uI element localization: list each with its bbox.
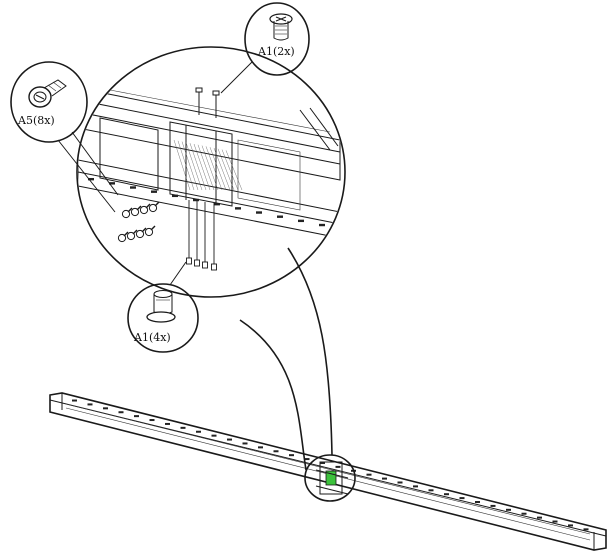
rail-slot	[103, 407, 108, 410]
rail-slot	[413, 485, 418, 488]
callout-a1-bottom: A1(4x)	[127, 261, 199, 353]
screw-shaft	[150, 225, 156, 231]
screw-washer-icon	[28, 79, 67, 108]
rail-slot	[227, 438, 232, 441]
rail-slot	[459, 497, 465, 500]
callout-a1-top: A1(2x)	[220, 2, 310, 94]
rail-slot	[180, 426, 186, 429]
beam-slot	[214, 202, 220, 206]
rail-slot	[320, 461, 325, 464]
screw-shaft	[141, 227, 147, 233]
rail-slot	[211, 434, 217, 437]
hatch-line	[197, 144, 215, 191]
rail-slot	[475, 501, 480, 504]
screw-head	[194, 259, 200, 267]
bottom-screws	[186, 200, 217, 271]
hatch-line	[221, 149, 239, 191]
beam-slot	[277, 215, 283, 218]
washer	[139, 205, 149, 215]
rail-slot	[87, 403, 93, 406]
washer	[148, 203, 158, 213]
beam-slot	[193, 198, 199, 202]
rail-slot	[568, 524, 573, 527]
hatch-line	[205, 146, 223, 191]
rail-slot	[382, 477, 387, 480]
hatch-line	[209, 147, 227, 191]
beam-slot	[88, 177, 94, 181]
hatch-line	[217, 148, 235, 191]
hatch-line	[201, 145, 219, 191]
rail-slot	[521, 512, 527, 515]
zoom-leader-lines	[239, 247, 333, 471]
rail-slot	[506, 508, 511, 511]
rail-slot	[397, 481, 403, 484]
screw-icon	[146, 290, 176, 323]
screw-icon	[269, 13, 293, 41]
screw-shaft	[145, 203, 151, 209]
rail-slot	[366, 473, 372, 476]
rail-slot	[583, 528, 589, 531]
rail-slot	[428, 489, 434, 492]
callout-label-a1-bottom: A1(4x)	[133, 331, 171, 344]
a5-washer-screws	[117, 201, 160, 243]
washer	[130, 207, 140, 217]
hatch-line	[185, 142, 203, 191]
rail-slot	[258, 446, 263, 449]
rail-slot	[552, 520, 558, 523]
callout-label-a1-top: A1(2x)	[257, 45, 295, 58]
rail-zoom-circle	[304, 454, 356, 502]
rail-slot	[490, 504, 496, 507]
washer	[126, 231, 136, 241]
rail-slot	[72, 399, 77, 402]
beam-slot	[109, 182, 115, 185]
washer	[144, 227, 154, 237]
hatch-line	[177, 140, 195, 191]
screw-shaft	[127, 207, 133, 213]
washer	[135, 229, 145, 239]
rail-slot	[289, 454, 294, 457]
highlighted-joint	[325, 470, 337, 486]
washer	[117, 233, 127, 243]
hatch-line	[189, 143, 207, 191]
beam-slot	[235, 207, 241, 210]
detail-circle	[76, 46, 346, 298]
rail-slot	[134, 415, 139, 418]
hatch-line	[173, 139, 191, 191]
hatch-line	[193, 143, 211, 191]
beam-slot	[319, 223, 325, 227]
callout-a5: A5(8x)	[10, 61, 119, 213]
rail-slot	[273, 450, 279, 453]
hatch-line	[181, 141, 199, 191]
callout-label-a5: A5(8x)	[17, 114, 55, 127]
top-screws	[195, 87, 220, 118]
rail-slot	[165, 422, 170, 425]
rail-slot	[242, 442, 248, 445]
screw-head	[211, 263, 217, 271]
beam-slot	[298, 219, 304, 223]
rail-slot	[304, 458, 310, 461]
rail-slot	[149, 419, 155, 422]
hatch-line	[225, 150, 243, 191]
screw-head	[186, 257, 192, 265]
hatch-line	[213, 147, 231, 191]
rail-slot	[335, 465, 341, 468]
screw-shaft	[154, 201, 160, 207]
washer	[121, 209, 131, 219]
beam-slot	[130, 186, 136, 189]
screw-shaft	[132, 229, 138, 235]
screw-shaft	[136, 205, 142, 211]
beam-slot	[256, 211, 262, 214]
rail-slot	[444, 493, 449, 496]
beam-slot	[151, 190, 157, 193]
screw-shaft	[123, 231, 129, 237]
beam-slot	[172, 194, 178, 198]
rail-slot	[196, 430, 201, 433]
rail-slot	[537, 516, 542, 519]
rail-slot	[118, 411, 124, 414]
screw-head	[202, 261, 208, 269]
